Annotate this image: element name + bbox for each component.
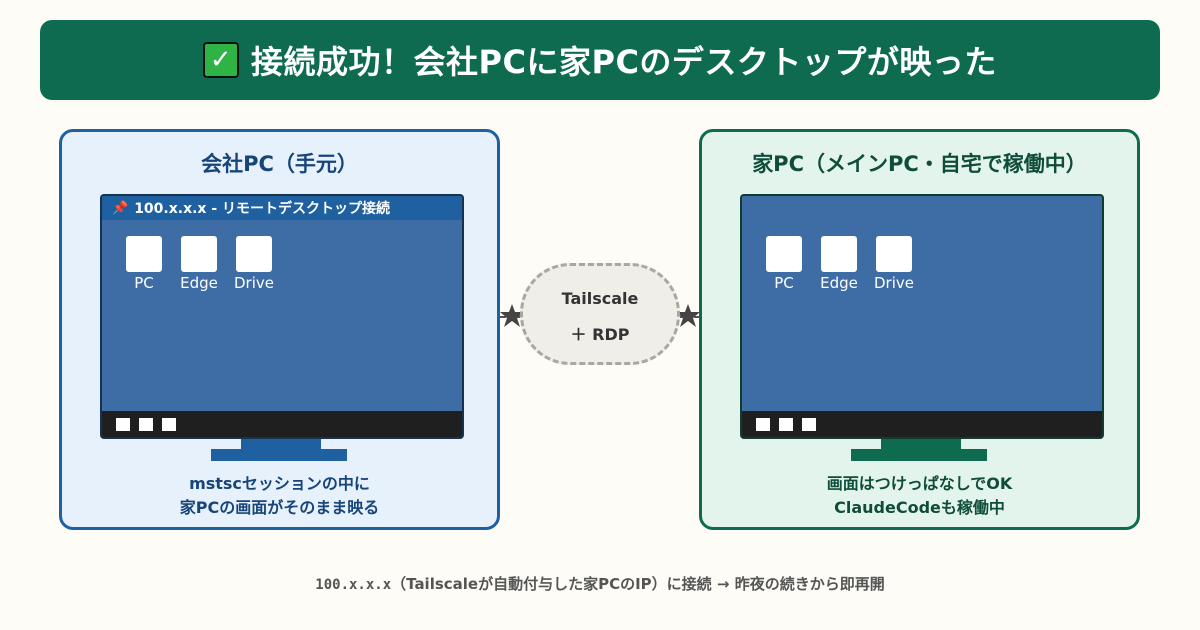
office-pc-panel: 会社PC（手元） 📌 100.x.x.x - リモートデスクトップ接続 PC E… — [59, 129, 500, 530]
desktop-icon-label: PC — [134, 274, 154, 292]
taskbar-item[interactable] — [162, 418, 176, 431]
connector-star-icon-left — [500, 304, 524, 327]
desktop-icon-label: Drive — [874, 274, 914, 292]
monitor-stand-base — [211, 449, 347, 461]
desktop-icon-drive[interactable]: Drive — [234, 236, 274, 292]
remote-window-title: 100.x.x.x - リモートデスクトップ接続 — [134, 201, 391, 217]
office-pc-caption: mstscセッションの中に 家PCの画面がそのまま映る — [62, 472, 497, 520]
desktop-icon-label: Edge — [820, 274, 858, 292]
drive-icon — [236, 236, 272, 272]
taskbar-item[interactable] — [139, 418, 153, 431]
desktop-icon-pc[interactable]: PC — [126, 236, 162, 292]
home-pc-monitor: PC Edge Drive — [740, 194, 1104, 439]
desktop-icon-pc[interactable]: PC — [766, 236, 802, 292]
tailscale-rdp-connector: Tailscale ＋ RDP — [520, 263, 680, 365]
edge-icon — [181, 236, 217, 272]
taskbar — [102, 411, 462, 437]
office-pc-title: 会社PC（手元） — [201, 152, 358, 176]
office-caption-line1: mstscセッションの中に — [189, 474, 370, 493]
pc-icon — [126, 236, 162, 272]
connector-line1: Tailscale — [561, 289, 639, 308]
home-pc-panel: 家PC（メインPC・自宅で稼働中） PC Edge Drive 画面はつけっぱな… — [699, 129, 1140, 530]
taskbar-item[interactable] — [756, 418, 770, 431]
connector-star-icon-right — [676, 304, 700, 327]
edge-icon — [821, 236, 857, 272]
taskbar-item[interactable] — [802, 418, 816, 431]
footer-ip: 100.x.x.x — [315, 577, 392, 593]
monitor-stand-neck — [241, 439, 321, 449]
footer-text: （Tailscaleが自動付与した家PCのIP）に接続 → 昨夜の続きから即再開 — [391, 575, 885, 593]
pc-icon — [766, 236, 802, 272]
desktop-icon-edge[interactable]: Edge — [820, 236, 858, 292]
banner-title: 接続成功！会社PCに家PCのデスクトップが映った — [251, 43, 997, 81]
home-caption-line1: 画面はつけっぱなしでOK — [826, 474, 1013, 493]
drive-icon — [876, 236, 912, 272]
home-pc-title: 家PC（メインPC・自宅で稼働中） — [752, 152, 1087, 176]
monitor-stand-base — [851, 449, 987, 461]
office-pc-monitor: 📌 100.x.x.x - リモートデスクトップ接続 PC Edge Drive — [100, 194, 464, 439]
desktop-icon-drive[interactable]: Drive — [874, 236, 914, 292]
desktop-icon-edge[interactable]: Edge — [180, 236, 218, 292]
desktop-icon-label: PC — [774, 274, 794, 292]
pushpin-icon: 📌 — [112, 200, 129, 216]
header-banner: ✓ 接続成功！会社PCに家PCのデスクトップが映った — [40, 20, 1160, 100]
home-caption-line2: ClaudeCodeも稼働中 — [834, 498, 1005, 517]
desktop-icon-label: Drive — [234, 274, 274, 292]
remote-desktop-titlebar: 📌 100.x.x.x - リモートデスクトップ接続 — [102, 196, 462, 220]
connector-line2: ＋ RDP — [570, 325, 630, 344]
home-pc-caption: 画面はつけっぱなしでOK ClaudeCodeも稼働中 — [702, 472, 1137, 520]
desktop-icon-label: Edge — [180, 274, 218, 292]
monitor-stand-neck — [881, 439, 961, 449]
check-mark-icon: ✓ — [203, 42, 240, 78]
taskbar-item[interactable] — [779, 418, 793, 431]
office-caption-line2: 家PCの画面がそのまま映る — [179, 498, 380, 517]
footer-note: 100.x.x.x（Tailscaleが自動付与した家PCのIP）に接続 → 昨… — [0, 573, 1200, 594]
taskbar — [742, 411, 1102, 437]
taskbar-item[interactable] — [116, 418, 130, 431]
